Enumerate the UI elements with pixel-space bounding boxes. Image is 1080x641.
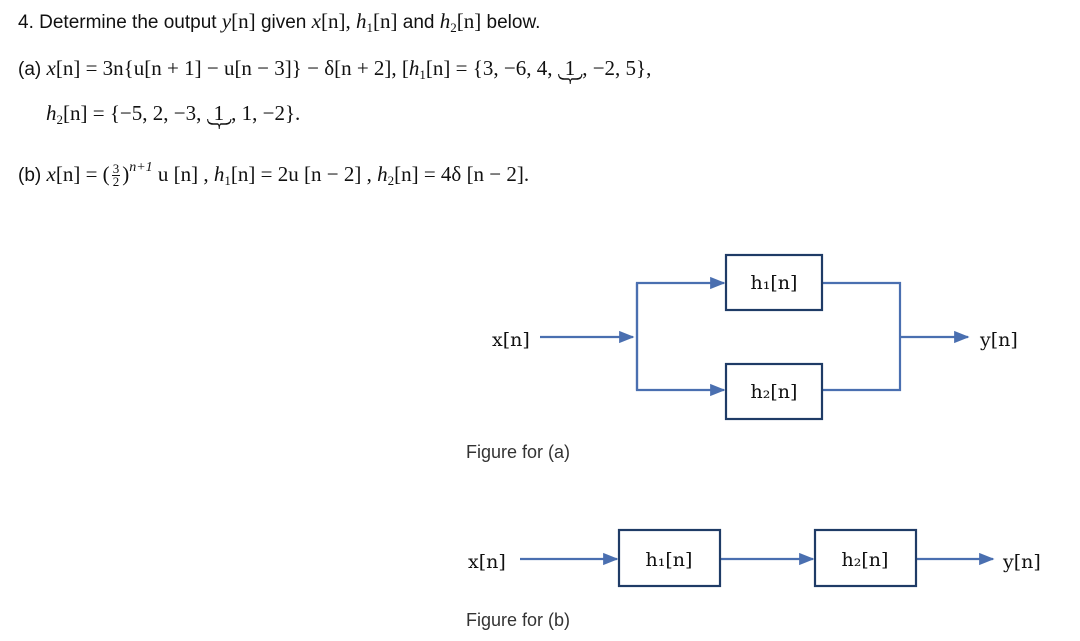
h-symbol: h — [46, 101, 57, 125]
h-symbol: h — [213, 162, 225, 186]
x-symbol: x — [311, 9, 321, 33]
figure-a-input-label: x[n] — [492, 329, 530, 351]
h1-block — [617, 528, 722, 588]
y-symbol: y — [221, 9, 232, 33]
h2-origin-marker: 1 — [206, 101, 232, 130]
h1-block — [724, 253, 824, 312]
h1-expression-b: = 2u [n − 2] , — [255, 162, 378, 186]
question-line: 4. Determine the output y[n] given x[n],… — [18, 9, 540, 36]
h1-block-label: h₁[n] — [646, 549, 693, 571]
h1-origin-value: 1 — [564, 56, 576, 80]
h1-origin-marker: 1 — [557, 56, 583, 85]
question-below: below. — [481, 12, 541, 33]
n-index: [n] — [231, 9, 256, 33]
x-symbol: x — [46, 162, 56, 186]
subscript-1: 1 — [366, 20, 373, 35]
h2-block-label: h₂[n] — [842, 549, 889, 571]
h1-sequence-end: , −2, 5}, — [582, 56, 652, 80]
h-symbol: h — [355, 9, 367, 33]
fraction-denominator: 2 — [112, 174, 120, 190]
x-expression-b-step: u [n] , — [152, 162, 214, 186]
part-a-line-2: h2[n] = {−5, 2, −3, 1, 1, −2}. — [46, 101, 301, 130]
part-a-label: (a) — [18, 59, 42, 80]
subscript-2: 2 — [450, 20, 457, 35]
underbrace-icon — [557, 73, 583, 85]
figure-b-caption: Figure for (b) — [466, 610, 570, 630]
exponent: n+1 — [129, 160, 153, 175]
h2-block-label: h₂[n] — [751, 381, 798, 403]
h2-block — [813, 528, 918, 588]
h2-origin-value: 1 — [213, 101, 225, 125]
h2-expression-b: = 4δ [n − 2]. — [418, 162, 530, 186]
question-given: given — [255, 12, 312, 33]
subscript-1: 1 — [224, 173, 231, 188]
subscript-1: 1 — [419, 67, 426, 82]
figure-a-output-label: y[n] — [979, 329, 1018, 351]
figure-b-series-diagram: x[n] h₁[n] h₂[n] y[n] Figure for (b) — [466, 528, 1041, 630]
n-index: [n] — [63, 101, 88, 125]
question-intro: 4. Determine the output — [18, 12, 222, 33]
question-and: and — [397, 12, 440, 33]
figure-a-parallel-diagram: x[n] h₁[n] h₂[n] y[n] Figure for (a) — [466, 253, 1018, 462]
n-index: [n] — [320, 9, 346, 33]
n-index: [n] — [230, 162, 256, 186]
n-index: [n] — [425, 56, 451, 80]
figure-a-merge-line — [822, 281, 902, 392]
h1-sequence-start: = {3, −6, 4, — [450, 56, 558, 80]
x-expression-a: = 3n{u[n + 1] − u[n − 3]} − δ[n + 2], [ — [80, 56, 409, 80]
h1-block-label: h₁[n] — [751, 272, 798, 294]
h-symbol: h — [408, 56, 420, 80]
x-symbol: x — [46, 56, 56, 80]
part-b-label: (b) — [18, 165, 42, 186]
subscript-2: 2 — [56, 112, 64, 127]
n-index: [n] — [55, 56, 81, 80]
fraction-numerator: 3 — [111, 161, 121, 177]
h-symbol: h — [439, 9, 451, 33]
figure-b-input-label: x[n] — [468, 551, 506, 573]
subscript-2: 2 — [387, 173, 395, 188]
n-index: [n] — [394, 162, 419, 186]
figure-a-caption: Figure for (a) — [466, 442, 570, 462]
h-symbol: h — [377, 162, 388, 186]
part-a-line-1: (a) x[n] = 3n{u[n + 1] − u[n − 3]} − δ[n… — [18, 56, 652, 85]
h2-sequence-start: = {−5, 2, −3, — [87, 101, 207, 125]
figure-a-branch-bottom — [635, 283, 726, 397]
h2-sequence-end: , 1, −2}. — [231, 101, 301, 125]
n-index: [n] — [372, 9, 398, 33]
n-index: [n] — [55, 162, 81, 186]
figure-a-branch-top — [635, 276, 726, 390]
x-expression-b-close: ) — [122, 162, 130, 186]
underbrace-icon — [206, 118, 231, 130]
n-index: [n] — [456, 9, 482, 33]
x-expression-b-open: = ( — [80, 162, 110, 186]
h2-block — [724, 362, 824, 421]
comma: , — [345, 9, 356, 33]
figure-b-output-label: y[n] — [1002, 551, 1041, 573]
